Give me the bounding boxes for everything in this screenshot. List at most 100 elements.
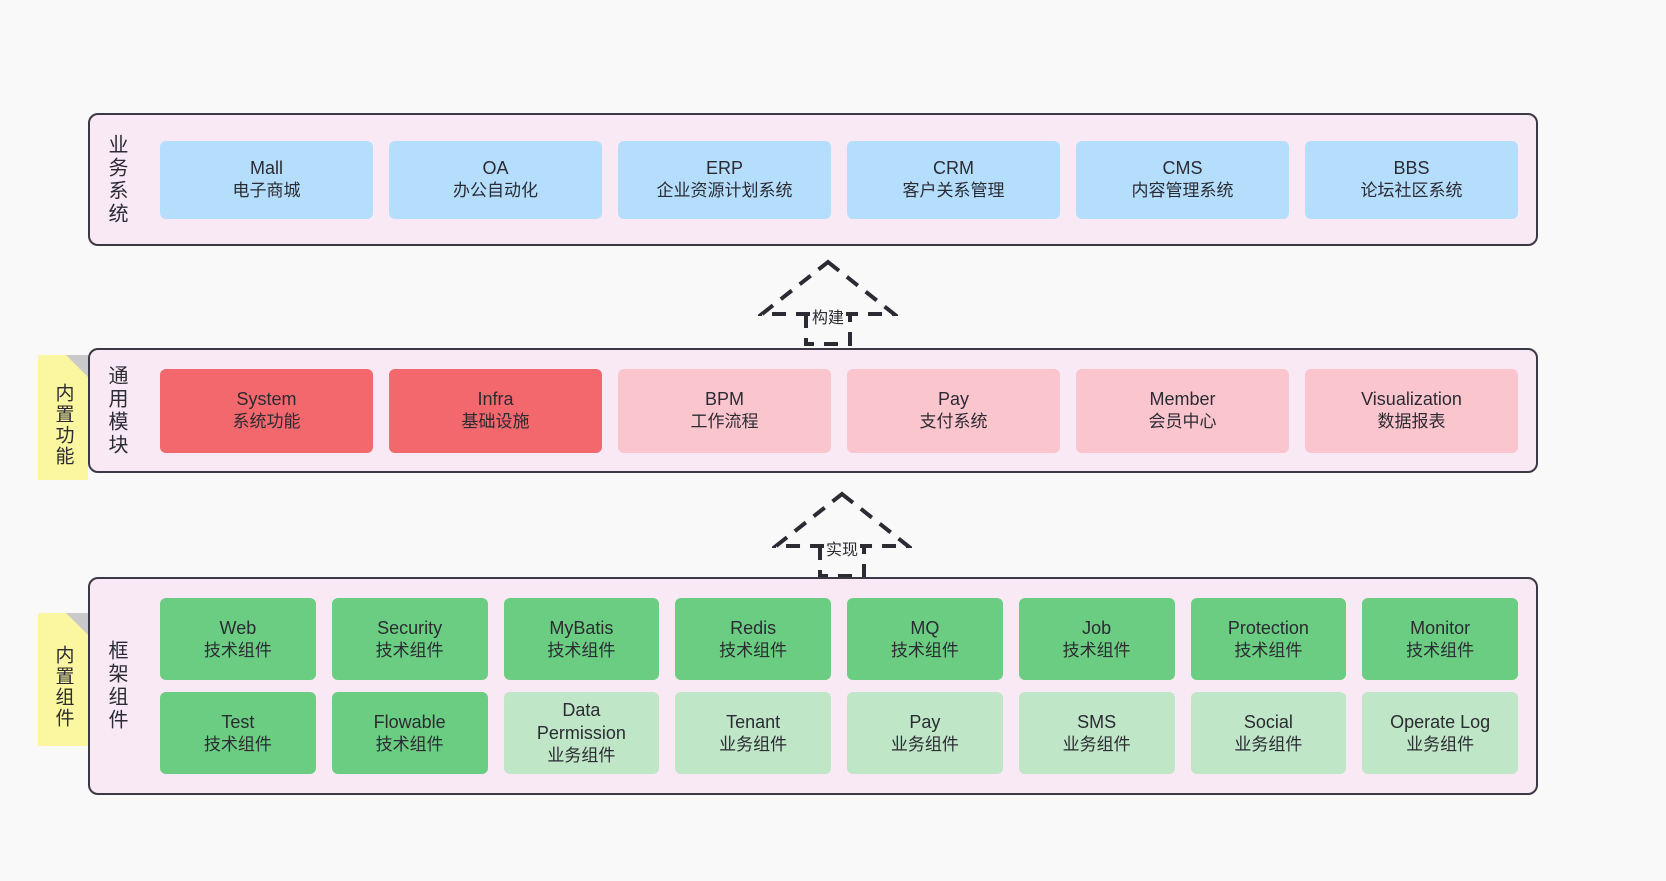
framework-row-tech: Web 技术组件 Security 技术组件 MyBatis 技术组件 Redi… [152, 598, 1526, 680]
card-oa-cn: 办公自动化 [453, 181, 538, 201]
card-cms-en: CMS [1162, 158, 1203, 179]
card-bpm[interactable]: BPM 工作流程 [618, 368, 831, 453]
card-bpm-en: BPM [704, 389, 744, 410]
card-social-cn: 业务组件 [1234, 734, 1303, 754]
card-redis-en: Redis [730, 617, 777, 638]
card-web[interactable]: Web 技术组件 [160, 598, 316, 680]
card-sms-cn: 业务组件 [1062, 734, 1131, 754]
card-crm-en: CRM [933, 158, 974, 179]
card-sms-en: SMS [1077, 711, 1117, 732]
card-data-permission[interactable]: Data Permission 业务组件 [503, 692, 660, 774]
card-flowable-en: Flowable [373, 711, 446, 732]
sticky-fold-corner-icon [66, 613, 88, 635]
card-sms[interactable]: SMS 业务组件 [1018, 692, 1175, 774]
card-job[interactable]: Job 技术组件 [1018, 598, 1175, 680]
card-protection[interactable]: Protection 技术组件 [1190, 598, 1347, 680]
card-redis[interactable]: Redis 技术组件 [675, 598, 831, 680]
card-mall-en: Mall [249, 158, 283, 179]
sticky-fold-corner-icon [66, 355, 88, 377]
sticky-note-built-in-features-label: 内置功能 [52, 382, 74, 467]
card-pay-component-cn: 业务组件 [890, 734, 959, 754]
card-bbs-cn: 论坛社区系统 [1360, 181, 1463, 201]
card-job-cn: 技术组件 [1062, 640, 1131, 660]
layer-title-framework-components: 框架组件 [105, 640, 127, 732]
card-mq-en: MQ [910, 617, 940, 638]
card-system-en: System [236, 389, 297, 410]
card-infra-en: Infra [477, 389, 514, 410]
card-web-en: Web [219, 617, 257, 638]
card-mybatis[interactable]: MyBatis 技术组件 [503, 598, 660, 680]
card-member-en: Member [1149, 389, 1216, 410]
card-oa-en: OA [482, 158, 509, 179]
card-bpm-cn: 工作流程 [690, 412, 759, 432]
card-cms-cn: 内容管理系统 [1131, 181, 1234, 201]
layer-business-systems: 业务系统 Mall 电子商城 OA 办公自动化 ERP 企业资源计划系统 CRM… [88, 113, 1538, 246]
card-tenant[interactable]: Tenant 业务组件 [675, 692, 831, 774]
card-mybatis-cn: 技术组件 [547, 640, 616, 660]
card-flowable[interactable]: Flowable 技术组件 [331, 692, 488, 774]
card-oa[interactable]: OA 办公自动化 [389, 140, 602, 219]
card-monitor-cn: 技术组件 [1406, 640, 1475, 660]
card-social-en: Social [1243, 711, 1293, 732]
sticky-note-built-in-components-label: 内置组件 [52, 644, 74, 729]
card-pay-module-cn: 支付系统 [919, 412, 988, 432]
sticky-note-built-in-features: 内置功能 [38, 355, 88, 480]
card-operate-log-en: Operate Log [1390, 711, 1491, 732]
layer-body-framework-components: Web 技术组件 Security 技术组件 MyBatis 技术组件 Redi… [142, 579, 1536, 793]
card-mall-cn: 电子商城 [232, 181, 301, 201]
card-operate-log[interactable]: Operate Log 业务组件 [1362, 692, 1518, 774]
card-pay-module[interactable]: Pay 支付系统 [847, 368, 1060, 453]
card-crm-cn: 客户关系管理 [902, 181, 1005, 201]
connector-implement-label: 实现 [823, 536, 861, 560]
layer-framework-components: 框架组件 Web 技术组件 Security 技术组件 MyBatis 技术组件… [88, 577, 1538, 795]
card-crm[interactable]: CRM 客户关系管理 [847, 140, 1060, 219]
card-test[interactable]: Test 技术组件 [160, 692, 316, 774]
layer-title-business-systems: 业务系统 [105, 133, 127, 226]
card-data-permission-cn: 业务组件 [547, 746, 616, 766]
connector-implement: 实现 [772, 490, 912, 578]
card-infra-cn: 基础设施 [461, 412, 530, 432]
card-pay-component[interactable]: Pay 业务组件 [847, 692, 1003, 774]
card-social[interactable]: Social 业务组件 [1190, 692, 1347, 774]
card-visualization-en: Visualization [1361, 389, 1462, 410]
sticky-note-built-in-components: 内置组件 [38, 613, 88, 746]
card-operate-log-cn: 业务组件 [1406, 734, 1475, 754]
card-erp[interactable]: ERP 企业资源计划系统 [618, 140, 831, 219]
card-redis-cn: 技术组件 [719, 640, 788, 660]
card-security-cn: 技术组件 [375, 640, 444, 660]
card-mq-cn: 技术组件 [890, 640, 959, 660]
card-protection-en: Protection [1227, 617, 1309, 638]
card-system-cn: 系统功能 [232, 412, 301, 432]
card-visualization-cn: 数据报表 [1377, 412, 1446, 432]
card-system[interactable]: System 系统功能 [160, 368, 373, 453]
card-security-en: Security [377, 617, 443, 638]
connector-build-label: 构建 [809, 304, 847, 328]
card-web-cn: 技术组件 [203, 640, 272, 660]
card-member-cn: 会员中心 [1148, 412, 1217, 432]
connector-build-glyph [758, 259, 898, 346]
card-infra[interactable]: Infra 基础设施 [389, 368, 602, 453]
card-mq[interactable]: MQ 技术组件 [847, 598, 1003, 680]
card-pay-module-en: Pay [937, 389, 970, 410]
layer-body-business-systems: Mall 电子商城 OA 办公自动化 ERP 企业资源计划系统 CRM 客户关系… [142, 115, 1536, 244]
card-test-en: Test [221, 711, 255, 732]
card-flowable-cn: 技术组件 [375, 734, 444, 754]
card-mall[interactable]: Mall 电子商城 [160, 140, 373, 219]
layer-common-modules: 通用模块 System 系统功能 Infra 基础设施 BPM 工作流程 Pay… [88, 348, 1538, 473]
framework-row-business: Test 技术组件 Flowable 技术组件 Data Permission … [152, 692, 1526, 774]
card-mybatis-en: MyBatis [549, 617, 614, 638]
layer-body-common-modules: System 系统功能 Infra 基础设施 BPM 工作流程 Pay 支付系统… [142, 350, 1536, 471]
card-cms[interactable]: CMS 内容管理系统 [1076, 140, 1289, 219]
card-member[interactable]: Member 会员中心 [1076, 368, 1289, 453]
card-job-en: Job [1082, 617, 1112, 638]
card-monitor[interactable]: Monitor 技术组件 [1362, 598, 1518, 680]
card-bbs[interactable]: BBS 论坛社区系统 [1305, 140, 1518, 219]
connector-build: 构建 [758, 258, 898, 346]
card-security[interactable]: Security 技术组件 [331, 598, 488, 680]
card-erp-cn: 企业资源计划系统 [656, 181, 793, 201]
card-tenant-cn: 业务组件 [719, 734, 788, 754]
card-erp-en: ERP [705, 158, 743, 179]
card-pay-component-en: Pay [909, 711, 941, 732]
card-visualization[interactable]: Visualization 数据报表 [1305, 368, 1518, 453]
